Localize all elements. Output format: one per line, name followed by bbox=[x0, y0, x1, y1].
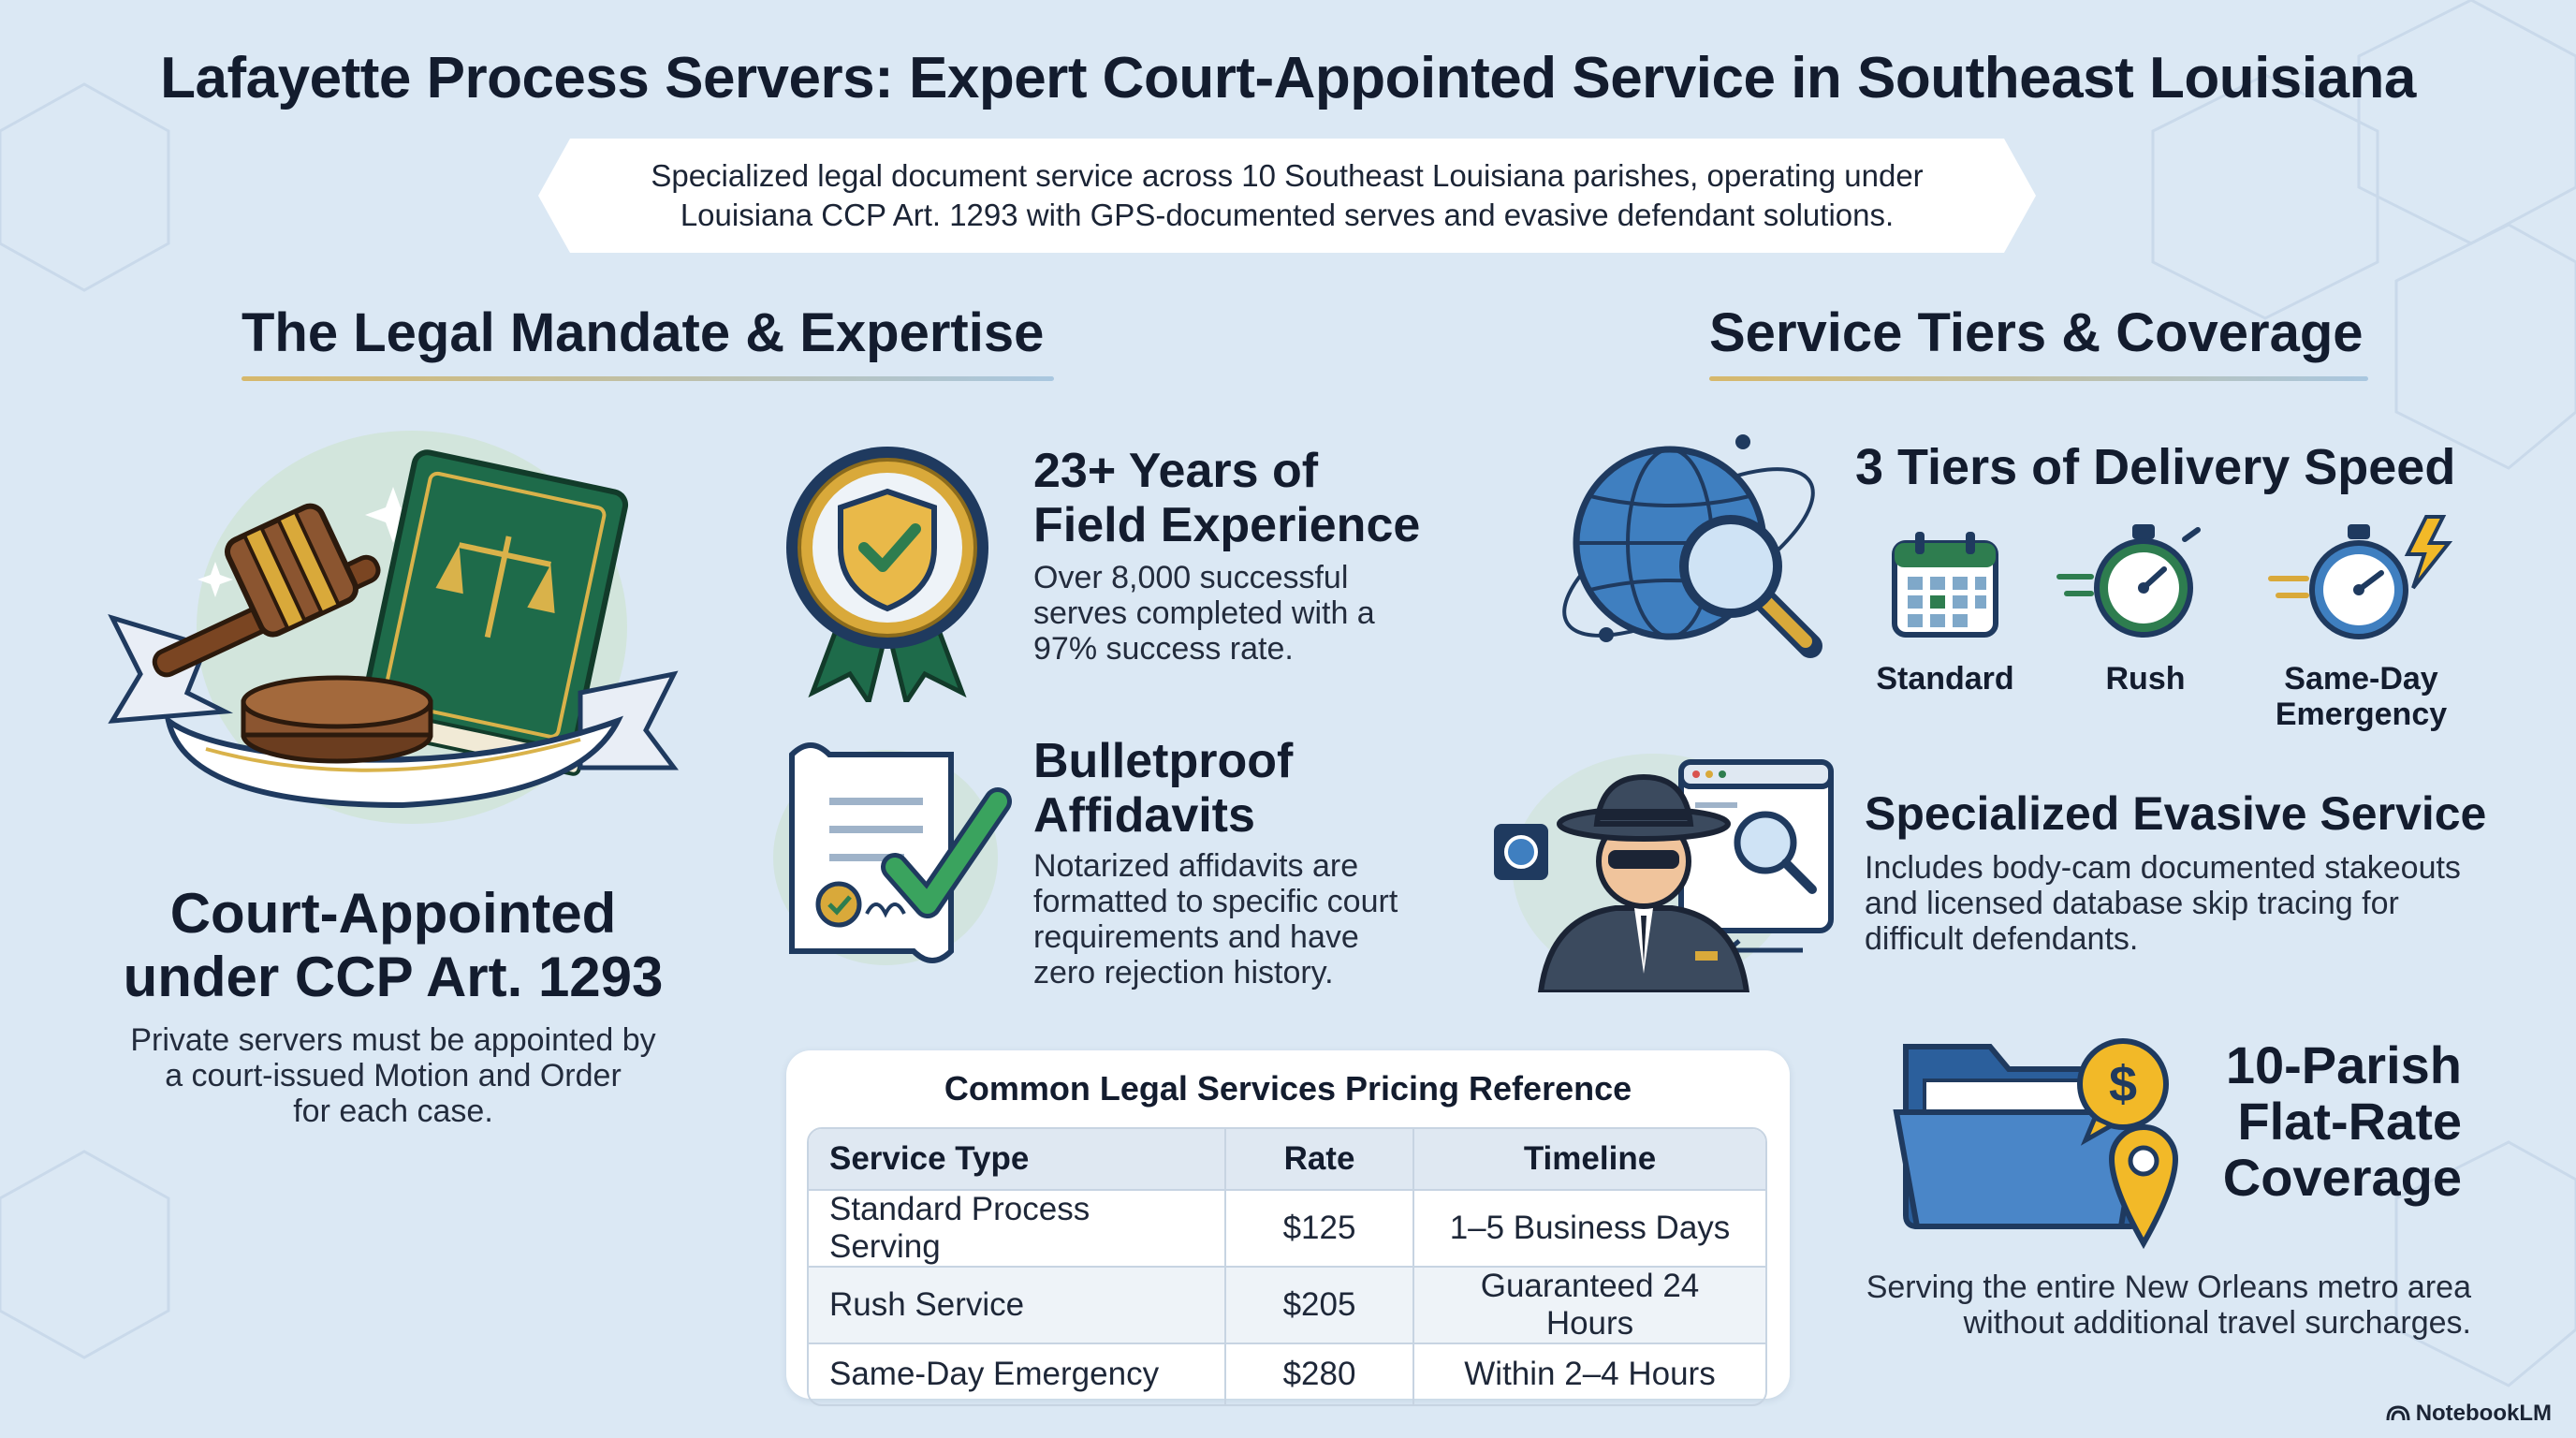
svg-text:$: $ bbox=[2109, 1056, 2137, 1112]
affidavit-document-icon bbox=[773, 742, 1012, 965]
court-appointed-title-line2: under CCP Art. 1293 bbox=[123, 946, 664, 1008]
brand-name: NotebookLM bbox=[2415, 1401, 2552, 1426]
subtitle-text: Specialized legal document service acros… bbox=[651, 158, 1924, 232]
experience-body-line2: serves completed with a bbox=[1033, 595, 1375, 631]
experience-body-line1: Over 8,000 successful bbox=[1033, 560, 1349, 595]
evasive-body-line2: and licensed database skip tracing for bbox=[1865, 886, 2399, 921]
affidavits-body-line4: zero rejection history. bbox=[1033, 955, 1334, 990]
pricing-cell-service: Same-Day Emergency bbox=[809, 1344, 1226, 1404]
pricing-cell-rate: $280 bbox=[1226, 1344, 1414, 1404]
page-title: Lafayette Process Servers: Expert Court-… bbox=[160, 46, 2416, 110]
affidavits-title-line2: Affidavits bbox=[1033, 788, 1255, 843]
pricing-cell-service: Rush Service bbox=[809, 1268, 1226, 1344]
pricing-cell-timeline: Guaranteed 24 Hours bbox=[1414, 1268, 1765, 1344]
pricing-cell-rate: $205 bbox=[1226, 1268, 1414, 1344]
gavel-book-icon bbox=[108, 431, 679, 824]
evasive-body-line1: Includes body-cam documented stakeouts bbox=[1865, 850, 2461, 886]
calendar-icon bbox=[1892, 532, 1998, 638]
tier-label-standard: Standard bbox=[1876, 661, 2014, 697]
experience-body-line3: 97% success rate. bbox=[1033, 631, 1294, 667]
tier-label-rush: Rush bbox=[2105, 661, 2186, 697]
pricing-cell-timeline: Within 2–4 Hours bbox=[1464, 1356, 1716, 1392]
pricing-cell-service: Standard Process Serving bbox=[809, 1191, 1226, 1268]
table-row: Same-Day Emergency $280 Within 2–4 Hours bbox=[809, 1344, 1765, 1404]
coverage-title-line2: Flat-Rate bbox=[2237, 1092, 2462, 1151]
experience-title-line1: 23+ Years of bbox=[1033, 444, 1319, 498]
investigator-icon bbox=[1494, 754, 1834, 992]
brand-mark: NotebookLM bbox=[2386, 1401, 2552, 1427]
pricing-card: Common Legal Services Pricing Reference … bbox=[786, 1050, 1790, 1406]
affidavits-title-line1: Bulletproof bbox=[1033, 734, 1294, 788]
notebooklm-logo-icon bbox=[2386, 1405, 2410, 1421]
evasive-body-line3: difficult defendants. bbox=[1865, 921, 2139, 957]
pricing-table: Service Type Rate Timeline Standard Proc… bbox=[807, 1127, 1767, 1406]
coverage-body-line1: Serving the entire New Orleans metro are… bbox=[1866, 1269, 2471, 1305]
right-section-heading: Service Tiers & Coverage bbox=[1709, 302, 2364, 363]
tiers-title: 3 Tiers of Delivery Speed bbox=[1855, 439, 2456, 495]
stopwatch-icon bbox=[2056, 524, 2201, 638]
court-appointed-body-line2: a court-issued Motion and Order bbox=[165, 1058, 622, 1093]
pricing-title: Common Legal Services Pricing Reference bbox=[944, 1069, 1632, 1108]
tier-label-emergency: Emergency bbox=[2275, 697, 2448, 732]
right-section-underline bbox=[1709, 376, 2368, 381]
affidavits-body-line3: requirements and have bbox=[1033, 919, 1359, 955]
left-section-underline bbox=[242, 376, 1054, 381]
left-section-heading: The Legal Mandate & Expertise bbox=[242, 302, 1045, 363]
experience-title-line2: Field Experience bbox=[1033, 498, 1421, 552]
affidavits-body-line1: Notarized affidavits are bbox=[1033, 848, 1359, 884]
globe-search-icon bbox=[1562, 434, 1822, 658]
court-appointed-body-line1: Private servers must be appointed by bbox=[130, 1022, 656, 1058]
folder-dollar-pin-icon: $ bbox=[1893, 1038, 2179, 1250]
pricing-header-timeline: Timeline bbox=[1414, 1129, 1765, 1191]
pricing-cell-rate: $125 bbox=[1226, 1191, 1414, 1268]
evasive-title: Specialized Evasive Service bbox=[1865, 787, 2487, 840]
table-row: Rush Service $205 Guaranteed 24 Hours bbox=[809, 1268, 1765, 1344]
pricing-header-service: Service Type bbox=[809, 1129, 1226, 1191]
pricing-cell-timeline: 1–5 Business Days bbox=[1414, 1191, 1765, 1268]
subtitle-banner: Specialized legal document service acros… bbox=[538, 139, 2036, 253]
coverage-title-line1: 10-Parish bbox=[2225, 1035, 2462, 1094]
coverage-title-line3: Coverage bbox=[2222, 1148, 2462, 1207]
tier-label-same-day: Same-Day bbox=[2284, 661, 2438, 697]
shield-badge-icon bbox=[786, 447, 988, 702]
coverage-body-line2: without additional travel surcharges. bbox=[1963, 1305, 2471, 1341]
table-row: Standard Process Serving $125 1–5 Busine… bbox=[809, 1191, 1765, 1268]
affidavits-body-line2: formatted to specific court bbox=[1033, 884, 1398, 919]
court-appointed-title-line1: Court-Appointed bbox=[169, 882, 617, 945]
pricing-header-rate: Rate bbox=[1226, 1129, 1414, 1191]
pricing-header-row: Service Type Rate Timeline bbox=[809, 1129, 1765, 1191]
emergency-stopwatch-icon bbox=[2268, 515, 2453, 639]
court-appointed-body-line3: for each case. bbox=[293, 1093, 493, 1129]
